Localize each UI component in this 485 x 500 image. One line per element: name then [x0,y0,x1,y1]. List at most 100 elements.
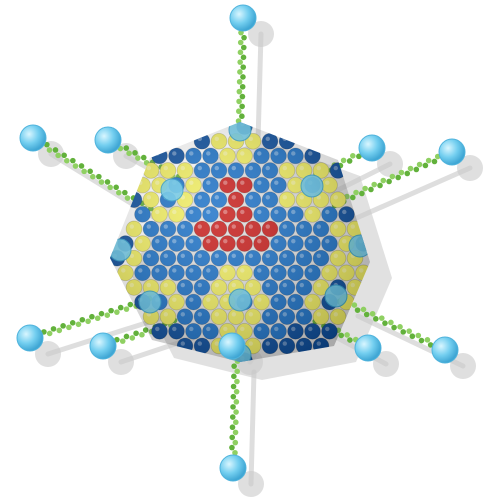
fiber-bead [351,302,358,308]
fiber-bead [239,93,246,100]
fiber-knob [218,332,246,360]
fiber-bead [388,319,394,326]
knob-shadow [35,341,61,367]
fiber-bead [127,301,134,308]
fiber-knob [431,336,459,364]
fiber-bead [236,108,242,115]
fiber-shadow [248,369,257,487]
fiber-bead [108,307,114,314]
fiber-bead [398,169,405,176]
fiber-bead [117,304,124,311]
fiber-bead [424,337,431,343]
fiber-bead [70,157,76,164]
capsid-shading [110,122,370,362]
fiber-bead [233,388,240,395]
fiber-bead [349,194,356,201]
fiber-bead [46,147,53,153]
fiber-bead [236,98,242,105]
fiber-bead [230,393,237,400]
fiber-knob-group [16,4,466,482]
fiber-bead [425,157,432,164]
fiber-bead [55,152,61,159]
fiber-bead [94,315,101,322]
fiber-bead [64,157,70,164]
fiber-bead [124,195,131,201]
fiber-bead [113,184,119,191]
fiber-bead [232,429,239,436]
fiber-bead [404,170,411,177]
fiber-bead [135,155,141,161]
fiber-bead [232,449,238,456]
fiber-knob [89,332,117,360]
fiber-bead [123,333,130,340]
fiber-bead [230,383,237,390]
fiber-bead [129,335,136,341]
knob-shadow [248,21,274,47]
fiber-bead [72,163,79,169]
fiber-bead [340,157,347,164]
fiber-bead [240,54,247,61]
knob-shadow [238,471,264,497]
fiber-bead [415,332,422,339]
fiber-bead [232,439,239,446]
fiber-bead [353,189,359,196]
fiber-bead [240,44,247,51]
fiber-bead [107,184,113,191]
fiber-bead [61,152,67,159]
fiber-bead [237,59,243,65]
fiber-bead [126,150,132,157]
fiber-bead [66,324,72,331]
fiber-bead [240,74,246,80]
fiber-bead [239,113,245,120]
fiber-shadow [255,31,264,145]
fiber-bead [233,409,239,415]
fiber-bead [104,179,111,185]
fiber-bead [133,330,139,337]
knob-shadow [38,141,64,167]
fiber-bead [139,331,145,338]
fiber-bead [122,189,128,196]
fiber-bead [231,373,237,380]
fiber-bead [116,189,122,196]
fiber-knob [94,126,122,154]
fiber-bead [104,312,111,319]
fiber-bead [69,319,76,326]
knob-shadow [373,351,399,377]
fiber-bead [90,173,96,180]
fiber-bead [98,310,105,317]
fiber-bead [362,185,368,192]
fiber-knob [19,124,47,152]
fiber-bead [368,186,374,193]
fiber-bead [234,378,240,385]
fiber-bead [360,306,367,313]
fiber-bead [132,150,138,156]
fiber-bead [46,330,53,337]
fiber-bead [346,158,353,164]
fiber-bead [98,179,105,185]
fiber-bead [391,324,397,331]
fiber-shaft [235,15,248,129]
fiber-bead [75,321,82,328]
fiber-bead [382,320,388,326]
fiber-knob [16,324,44,352]
fiber-bead [413,166,420,173]
fiber-bead [233,419,239,426]
fiber-knob [354,334,382,362]
fiber-bead [338,332,345,339]
fiber-bead [56,327,63,334]
fiber-bead [229,424,236,431]
fiber-bead [418,337,425,344]
fiber-bead [397,324,403,330]
fiber-bead [50,326,57,332]
fiber-bead [389,173,396,180]
fiber-bead [378,315,385,321]
fiber-bead [354,307,361,313]
fiber-bead [123,145,130,151]
fiber-bead [233,399,240,405]
fiber-bead [237,69,243,75]
fiber-bead [416,161,423,168]
fiber-bead [356,153,362,160]
fiber-bead [350,152,356,159]
